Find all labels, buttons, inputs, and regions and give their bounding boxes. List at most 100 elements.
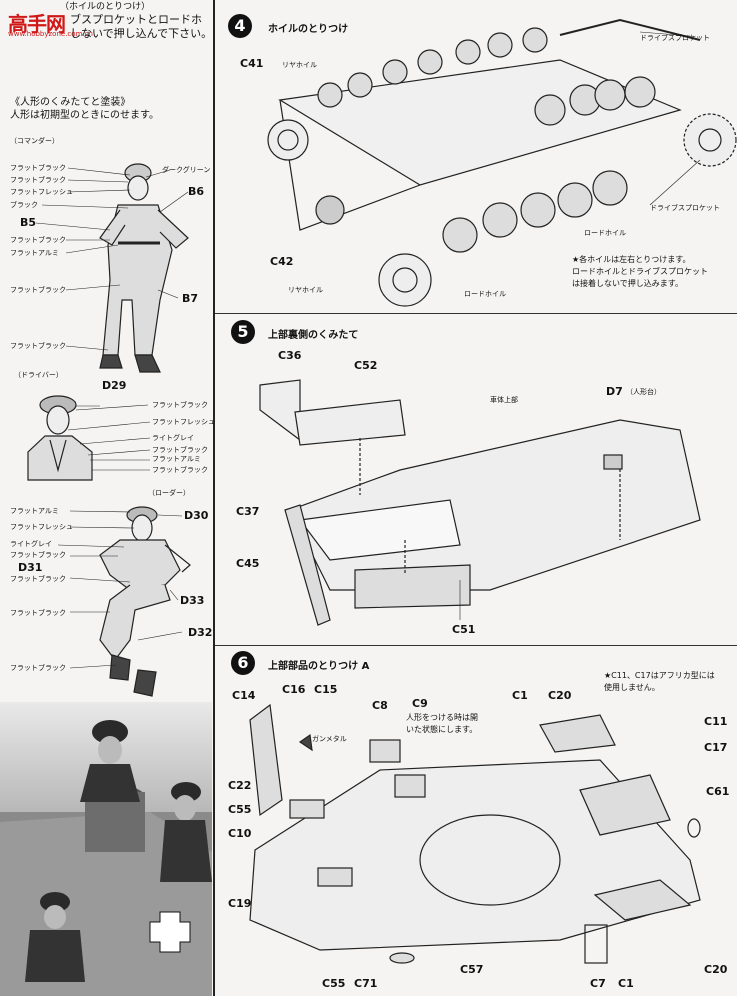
part-code-c22: C22 — [228, 779, 252, 792]
part-code-c41: C41 — [240, 57, 264, 70]
step4-note-line: ★各ホイルは左右とりつけます。 — [572, 255, 691, 264]
figures-subtitle: 人形は初期型のときにのせます。 — [10, 110, 159, 121]
wheel-note-line1: ブスプロケットとロードホ — [70, 13, 202, 26]
part-code-c7: C7 — [590, 977, 606, 990]
part-code-c55: C55 — [228, 803, 252, 816]
step6-note-line: ★C11、C17はアフリカ型には — [604, 671, 715, 680]
rear-wheel-label: リヤホイル — [282, 61, 317, 69]
part-code-c57: C57 — [460, 963, 484, 976]
step4-number: 4 — [228, 14, 252, 38]
paint-label: フラットブラック — [152, 466, 208, 474]
watermark-url: www.hobbyzone.com.cn — [8, 30, 93, 38]
part-code-c19: C19 — [228, 897, 252, 910]
figures-title: 《人形のくみたてと塗装》 — [10, 97, 131, 108]
road-wheel-label: ロードホイル — [464, 290, 506, 298]
paint-label: フラットブラック — [10, 609, 66, 617]
paint-label: フラットブラック — [10, 176, 66, 184]
hull-label: 車体上部 — [490, 396, 518, 404]
paint-label: フラットブラック — [10, 164, 66, 172]
step5-hull-assembly — [259, 379, 701, 626]
part-code-c55: C55 — [322, 977, 346, 990]
part-code-c20: C20 — [548, 689, 572, 702]
driver-figure — [27, 395, 93, 481]
commander-figure — [99, 163, 189, 373]
step6-number: 6 — [231, 651, 255, 675]
step6-title: 上部部品のとりつけ A — [268, 661, 370, 672]
paint-label: フラットブラック — [10, 664, 66, 672]
loader-figure — [99, 506, 191, 697]
part-code-c37: C37 — [236, 505, 260, 518]
part-code-d32: D32 — [188, 626, 213, 639]
part-code-c52: C52 — [354, 359, 378, 372]
part-code-c1: C1 — [512, 689, 528, 702]
road-wheel-label: ロードホイル — [584, 229, 626, 237]
driver-heading: （ドライバー） — [14, 371, 63, 379]
watermark-logo: 高手网 — [8, 12, 66, 36]
drive-sprocket-label: ドライブスプロケット — [650, 204, 720, 212]
step4-title: ホイルのとりつけ — [268, 24, 349, 35]
step5-number: 5 — [231, 320, 255, 344]
part-code-d30: D30 — [184, 509, 209, 522]
paint-label: ダークグリーン — [162, 166, 211, 174]
drive-sprocket-label: ドライブスプロケット — [640, 34, 710, 42]
part-code-c61: C61 — [706, 785, 730, 798]
column-divider — [213, 0, 215, 996]
paint-label: ライトグレイ — [152, 434, 194, 442]
paint-label: フラットブラック — [152, 401, 208, 409]
step4-note-line: ロードホイルとドライブスプロケット — [572, 267, 708, 276]
part-code-c42: C42 — [270, 255, 294, 268]
paint-label: フラットブラック — [152, 446, 208, 454]
paint-label: フラットフレッシュ — [152, 418, 215, 426]
part-code-c15: C15 — [314, 683, 338, 696]
section-divider — [215, 645, 737, 646]
step4-wheel-assembly — [267, 18, 737, 307]
commander-heading: （コマンダー） — [10, 137, 59, 145]
part-code-c36: C36 — [278, 349, 302, 362]
figure-note-line: いた状態にします。 — [406, 725, 478, 734]
paint-label: フラットブラック — [10, 286, 66, 294]
part-code-c16: C16 — [282, 683, 306, 696]
part-code-d7: D7 — [606, 385, 623, 398]
callout-lines — [35, 167, 189, 669]
part-code-c17: C17 — [704, 741, 728, 754]
paint-label: フラットアルミ — [10, 249, 59, 257]
loader-heading: （ローダー） — [148, 489, 190, 497]
part-code-c14: C14 — [232, 689, 256, 702]
paint-label: フラットフレッシュ — [10, 523, 73, 531]
tank-photo-drawing — [0, 720, 212, 996]
step6-hull-assembly — [249, 703, 701, 964]
paint-label: フラットフレッシュ — [10, 188, 73, 196]
paint-label: ブラック — [10, 201, 38, 209]
part-code-c20: C20 — [704, 963, 728, 976]
paint-label: フラットブラック — [10, 575, 66, 583]
paint-label: フラットブラック — [10, 551, 66, 559]
part-code-b5: B5 — [20, 216, 37, 229]
tank-photo — [0, 702, 212, 996]
gunmetal-label: ガンメタル — [312, 735, 347, 743]
step4-note-line: は接着しないで押し込みます。 — [572, 279, 683, 288]
paint-label: フラットアルミ — [152, 455, 201, 463]
paint-label: フラットブラック — [10, 236, 66, 244]
part-code-c10: C10 — [228, 827, 252, 840]
part-code-d31: D31 — [18, 561, 43, 574]
paint-label: フラットブラック — [10, 342, 66, 350]
part-code-c11: C11 — [704, 715, 728, 728]
part-code-c45: C45 — [236, 557, 260, 570]
paint-label: フラットアルミ — [10, 507, 59, 515]
step5-title: 上部裏側のくみたて — [268, 330, 359, 341]
step6-note-line: 使用しません。 — [604, 683, 660, 692]
part-code-c51: C51 — [452, 623, 476, 636]
part-code-c8: C8 — [372, 699, 388, 712]
part-code-c9: C9 — [412, 697, 428, 710]
part-code-d29: D29 — [102, 379, 127, 392]
figure-note-line: 人形をつける時は開 — [406, 713, 478, 722]
section-divider — [215, 313, 737, 314]
part-code-c1: C1 — [618, 977, 634, 990]
part-code-d33: D33 — [180, 594, 205, 607]
wheel-note-title: （ホイルのとりつけ） — [60, 2, 151, 12]
part-code-c71: C71 — [354, 977, 378, 990]
part-code-b7: B7 — [182, 292, 199, 305]
d7-note: （人形台） — [626, 388, 661, 396]
